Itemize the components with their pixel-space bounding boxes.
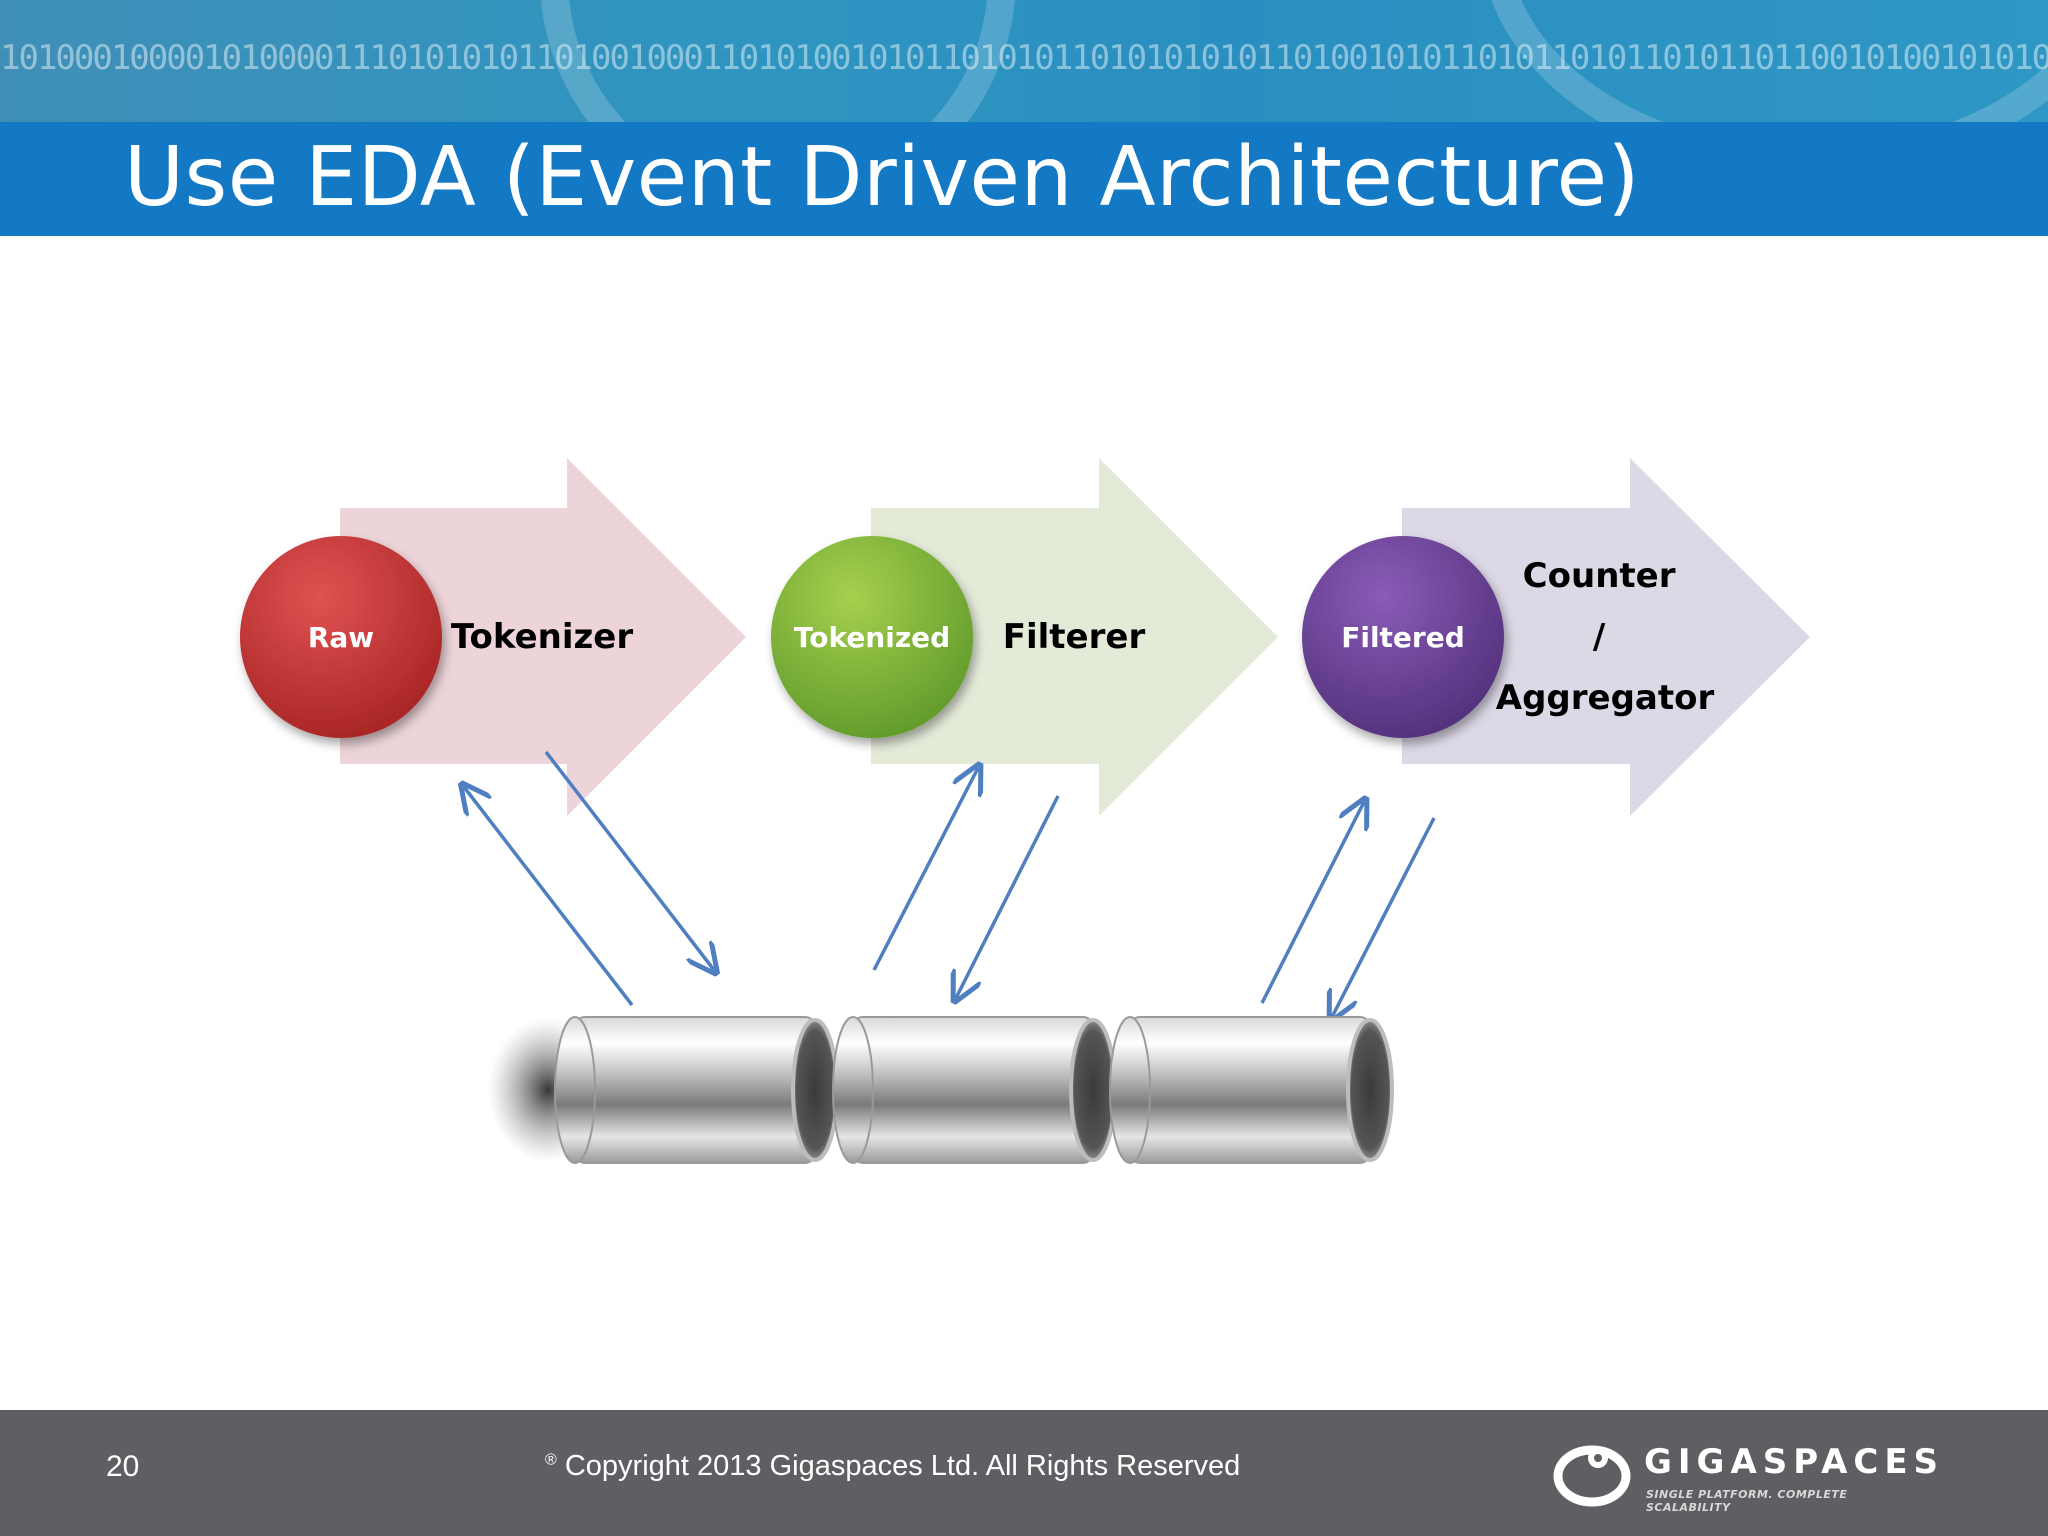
processor-label-counter-aggregator: Counter / Aggregator xyxy=(1496,556,1715,718)
registered-mark: ® xyxy=(545,1451,557,1469)
gigaspaces-logo: GIGASPACES SINGLE PLATFORM. COMPLETE SCA… xyxy=(1552,1438,1938,1514)
slide-title: Use EDA (Event Driven Architecture) xyxy=(124,130,1641,225)
binary-decoration: 1010001000010100001110101010110100100011… xyxy=(0,38,2048,78)
header-banner: 1010001000010100001110101010110100100011… xyxy=(0,0,2048,122)
copyright-text: ® Copyright 2013 Gigaspaces Ltd. All Rig… xyxy=(545,1450,1240,1483)
logo-tagline: SINGLE PLATFORM. COMPLETE SCALABILITY xyxy=(1646,1488,1848,1514)
space-cylinder xyxy=(1109,1016,1394,1164)
event-label-tokenized: Tokenized xyxy=(794,621,950,654)
flow-arrow-filterer xyxy=(871,458,1278,816)
event-circle-raw xyxy=(240,536,442,738)
page-number: 20 xyxy=(106,1450,140,1483)
connector-take-filtered xyxy=(1260,802,1364,1004)
logo-swirl-icon xyxy=(1553,1445,1631,1507)
flow-arrow-tokenizer xyxy=(340,458,746,816)
stage-aggregator: Filtered Counter / Aggregator xyxy=(1302,458,1810,816)
processor-label-tokenizer: Tokenizer xyxy=(451,617,634,657)
flow-arrow-aggregator xyxy=(1402,458,1810,816)
stage-filterer: Tokenized Filterer xyxy=(771,458,1278,816)
processor-label-filterer: Filterer xyxy=(1003,617,1146,657)
connectors xyxy=(464,750,1436,1017)
copyright-label: Copyright 2013 Gigaspaces Ltd. All Right… xyxy=(556,1450,1241,1482)
event-circle-tokenized xyxy=(771,536,973,738)
footer: 20 ® Copyright 2013 Gigaspaces Ltd. All … xyxy=(0,1410,2048,1536)
connector-write-filtered xyxy=(956,795,1060,998)
space-cylinder xyxy=(832,1016,1117,1164)
event-label-raw: Raw xyxy=(308,621,374,654)
logo-wordmark: GIGASPACES xyxy=(1644,1442,1945,1482)
connector-write-tokenized xyxy=(544,750,714,970)
connector-write-result xyxy=(1332,817,1436,1017)
title-bar: Use EDA (Event Driven Architecture) xyxy=(0,122,2048,236)
stage-tokenizer: Raw Tokenizer xyxy=(240,458,746,816)
event-circle-filtered xyxy=(1302,536,1504,738)
event-label-filtered: Filtered xyxy=(1341,621,1465,654)
connector-take-raw xyxy=(464,787,634,1007)
space-cylinder xyxy=(554,1016,839,1164)
connector-take-tokenized xyxy=(872,768,978,971)
event-space xyxy=(488,1016,1394,1164)
